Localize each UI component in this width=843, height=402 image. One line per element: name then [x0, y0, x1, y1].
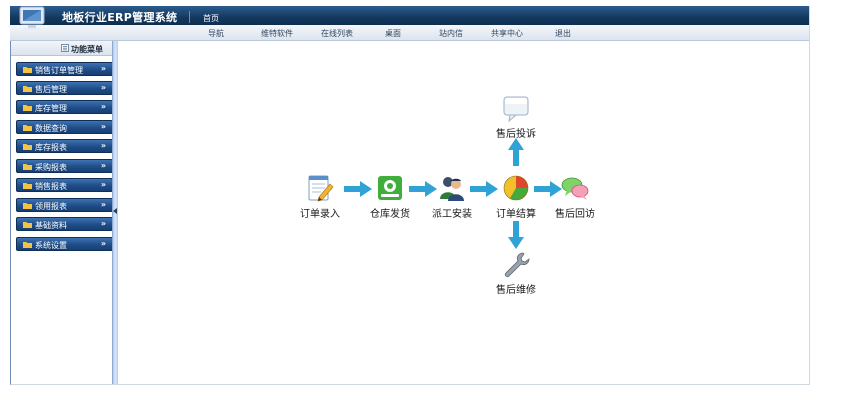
workflow-label: 订单录入: [300, 209, 340, 220]
sidebar-item-label: 领用报表: [35, 202, 67, 211]
sidebar-item-label: 库存管理: [35, 104, 67, 113]
sidebar-item-data-query[interactable]: 数据查询 »: [16, 120, 113, 134]
app-title: 地板行业ERP管理系统: [62, 11, 178, 24]
workflow-label: 售后维修: [496, 285, 536, 296]
workflow-order-entry[interactable]: 订单录入: [285, 173, 355, 220]
workflow-label: 售后回访: [555, 209, 595, 220]
main-frame: [10, 6, 810, 385]
chevron-right-icon: »: [100, 180, 106, 189]
sidebar-item-label: 库存报表: [35, 143, 67, 152]
chevron-right-icon: »: [100, 239, 106, 248]
chevron-right-icon: »: [100, 102, 106, 111]
chevron-right-icon: »: [100, 122, 106, 131]
sidebar-item-purchase-report[interactable]: 采购报表 »: [16, 159, 113, 173]
arrow-right-icon: [470, 181, 498, 197]
folder-icon: [23, 183, 32, 189]
arrow-right-icon: [409, 181, 437, 197]
sidebar-item-system-settings[interactable]: 系统设置 »: [16, 237, 113, 251]
wrench-icon: [504, 252, 530, 278]
arrow-up-icon: [508, 138, 524, 166]
sidebar-item-label: 采购报表: [35, 163, 67, 172]
folder-icon: [23, 222, 32, 228]
sidebar-header: 功能菜单: [11, 41, 112, 56]
pie-chart-icon: [503, 175, 529, 201]
sidebar-item-inventory[interactable]: 库存管理 »: [16, 100, 113, 114]
sidebar-item-label: 数据查询: [35, 124, 67, 133]
nav-item-desktop[interactable]: 桌面: [385, 29, 401, 38]
title-separator: [189, 11, 190, 23]
nav-item-site-message[interactable]: 站内信: [439, 29, 463, 38]
folder-icon: [23, 164, 32, 170]
nav-item-navigation[interactable]: 导航: [208, 29, 224, 38]
workflow-label: 仓库发货: [370, 209, 410, 220]
workflow-warehouse-ship[interactable]: 仓库发货: [355, 173, 425, 220]
workflow-label: 派工安装: [432, 209, 472, 220]
menu-title: 功能菜单: [71, 45, 103, 54]
workflow-order-settle[interactable]: 订单结算: [481, 173, 551, 220]
nav-item-weite-software[interactable]: 维特软件: [261, 29, 293, 38]
sidebar-item-inventory-report[interactable]: 库存报表 »: [16, 139, 113, 153]
speech-bubble-icon: [503, 96, 529, 123]
nav-item-logout[interactable]: 退出: [555, 29, 571, 38]
folder-icon: [23, 67, 32, 73]
workflow-dispatch-install[interactable]: 派工安装: [417, 173, 487, 220]
chevron-right-icon: »: [100, 219, 106, 228]
nav-item-online-list[interactable]: 在线列表: [321, 29, 353, 38]
sidebar-item-requisition-report[interactable]: 领用报表 »: [16, 198, 113, 212]
workers-icon: [440, 177, 464, 201]
nav-bar: 导航 维特软件 在线列表 桌面 站内信 共享中心 退出: [10, 25, 809, 41]
sidebar-item-sales-report[interactable]: 销售报表 »: [16, 178, 113, 192]
sidebar-item-label: 销售报表: [35, 182, 67, 191]
chevron-right-icon: »: [100, 161, 106, 170]
arrow-right-icon: [344, 181, 372, 197]
monitor-logo-icon: [19, 6, 45, 30]
sidebar-item-label: 系统设置: [35, 241, 67, 250]
chevron-right-icon: »: [100, 64, 106, 73]
sidebar-item-label: 售后管理: [35, 85, 67, 94]
workflow-aftersale-visit[interactable]: 售后回访: [540, 173, 610, 220]
notepad-pencil-icon: [308, 175, 334, 202]
workflow-label: 售后投诉: [496, 129, 536, 140]
arrow-down-icon: [508, 221, 524, 249]
folder-icon: [23, 125, 32, 131]
chat-bubbles-icon: [561, 177, 589, 200]
sidebar-item-aftersales[interactable]: 售后管理 »: [16, 81, 113, 95]
sidebar-item-sales-orders[interactable]: 销售订单管理 »: [16, 62, 113, 76]
collapse-sidebar-icon[interactable]: [113, 208, 117, 214]
chevron-right-icon: »: [100, 83, 106, 92]
nav-item-share-center[interactable]: 共享中心: [491, 29, 523, 38]
workflow-aftersale-repair[interactable]: 售后维修: [481, 251, 551, 296]
home-link[interactable]: 首页: [203, 14, 219, 23]
sidebar-item-basic-data[interactable]: 基础资料 »: [16, 217, 113, 231]
app-header: [10, 6, 809, 25]
chevron-right-icon: »: [100, 141, 106, 150]
folder-icon: [23, 86, 32, 92]
workflow-label: 订单结算: [496, 209, 536, 220]
chevron-right-icon: »: [100, 200, 106, 209]
workflow-aftersale-complaint[interactable]: 售后投诉: [481, 95, 551, 140]
sidebar-item-label: 销售订单管理: [35, 66, 83, 75]
folder-icon: [23, 203, 32, 209]
arrow-right-icon: [534, 181, 562, 197]
folder-icon: [23, 105, 32, 111]
sidebar: 功能菜单 销售订单管理 » 售后管理 » 库存管理 » 数据查询 » 库存报表 …: [11, 41, 113, 384]
menu-list-icon: [61, 44, 69, 52]
sidebar-item-label: 基础资料: [35, 221, 67, 230]
folder-icon: [23, 242, 32, 248]
warehouse-icon: [378, 176, 402, 200]
folder-icon: [23, 144, 32, 150]
